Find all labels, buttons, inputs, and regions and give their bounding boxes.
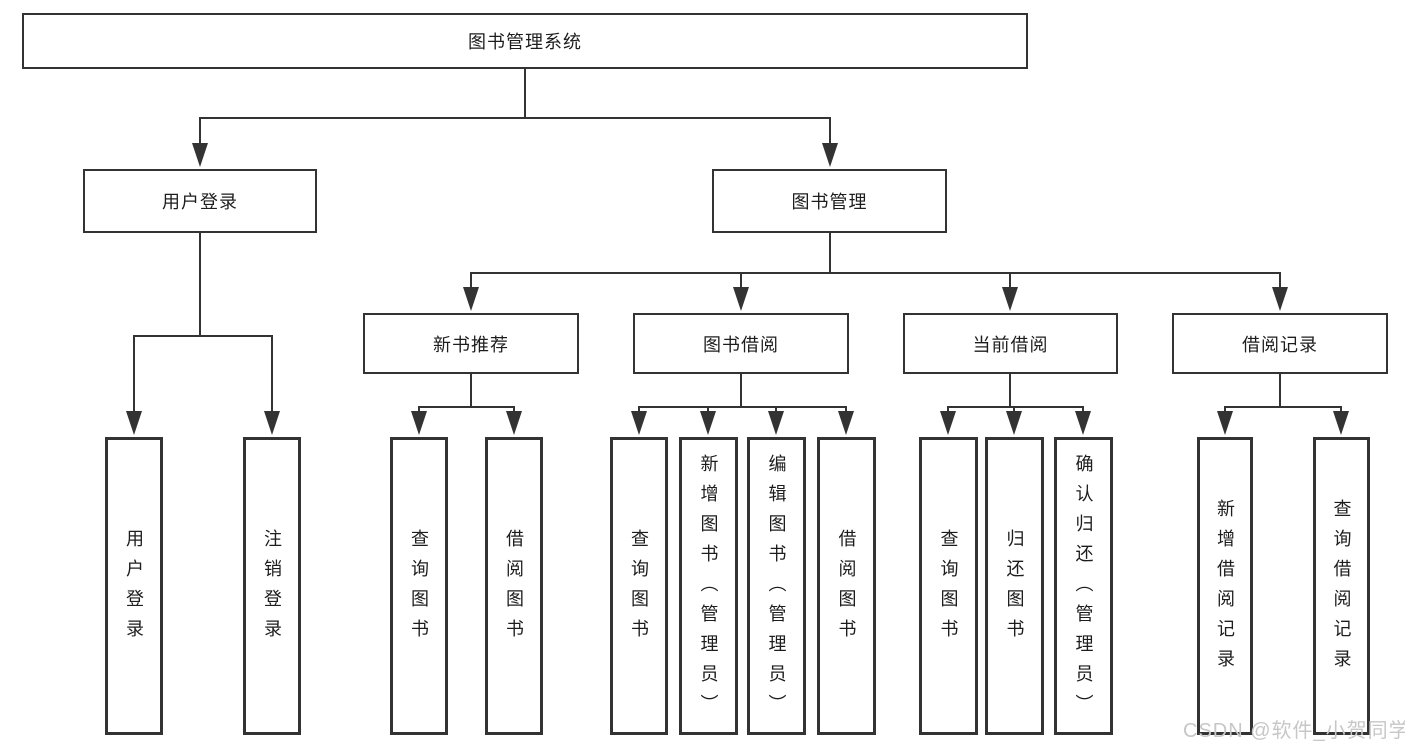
leaf-edit-book-admin: 编辑图书（管理员）	[747, 437, 806, 735]
connector-arrow-down-icon	[700, 411, 716, 435]
connector-arrow-down-icon	[463, 287, 479, 311]
connector-arrow-down-icon	[940, 411, 956, 435]
connector-arrow-down-icon	[192, 143, 208, 167]
connector-line	[1224, 406, 1342, 408]
connector-arrow-down-icon	[411, 411, 427, 435]
connector-line	[418, 406, 515, 408]
leaf-query-books-recommend: 查询图书	[390, 437, 448, 735]
connector-line	[199, 117, 831, 119]
connector-line	[133, 335, 273, 337]
leaf-user-login: 用户登录	[105, 437, 163, 735]
connector-line	[1279, 374, 1281, 406]
leaf-add-book-admin: 新增图书（管理员）	[679, 437, 738, 735]
connector-line	[1009, 374, 1011, 406]
leaf-add-borrow-record: 新增借阅记录	[1197, 437, 1253, 735]
connector-line	[638, 406, 847, 408]
leaf-logout: 注销登录	[243, 437, 301, 735]
leaf-confirm-return-admin: 确认归还（管理员）	[1054, 437, 1113, 735]
connector-arrow-down-icon	[1075, 411, 1091, 435]
connector-arrow-down-icon	[1006, 411, 1022, 435]
connector-line	[1009, 272, 1011, 292]
node-current-borrow: 当前借阅	[903, 313, 1118, 374]
leaf-query-books-borrow: 查询图书	[610, 437, 668, 735]
leaf-borrow-books-recommend: 借阅图书	[485, 437, 543, 735]
connector-arrow-down-icon	[1002, 287, 1018, 311]
leaf-query-books-current: 查询图书	[919, 437, 978, 735]
node-library-management-system: 图书管理系统	[22, 13, 1028, 69]
connector-line	[199, 117, 201, 149]
connector-line	[199, 233, 201, 335]
connector-arrow-down-icon	[264, 411, 280, 435]
connector-line	[524, 69, 526, 117]
watermark: CSDN @软件_小贺同学	[1183, 720, 1405, 742]
connector-line	[829, 233, 831, 272]
connector-line	[947, 406, 1084, 408]
node-new-book-recommend: 新书推荐	[363, 313, 579, 374]
node-borrow-records: 借阅记录	[1172, 313, 1388, 374]
leaf-return-books: 归还图书	[985, 437, 1044, 735]
connector-arrow-down-icon	[126, 411, 142, 435]
connector-line	[470, 272, 472, 292]
node-user-login: 用户登录	[83, 169, 317, 233]
connector-arrow-down-icon	[506, 411, 522, 435]
leaf-borrow-books: 借阅图书	[817, 437, 876, 735]
node-book-management: 图书管理	[712, 169, 947, 233]
connector-line	[740, 272, 742, 292]
connector-line	[470, 272, 1281, 274]
connector-line	[1279, 272, 1281, 292]
connector-arrow-down-icon	[1272, 287, 1288, 311]
connector-arrow-down-icon	[1217, 411, 1233, 435]
leaf-query-borrow-record: 查询借阅记录	[1313, 437, 1370, 735]
node-book-borrow: 图书借阅	[633, 313, 849, 374]
connector-arrow-down-icon	[1333, 411, 1349, 435]
connector-arrow-down-icon	[733, 287, 749, 311]
connector-line	[829, 117, 831, 149]
connector-arrow-down-icon	[631, 411, 647, 435]
connector-line	[740, 374, 742, 406]
connector-arrow-down-icon	[838, 411, 854, 435]
connector-line	[271, 335, 273, 415]
connector-arrow-down-icon	[822, 143, 838, 167]
connector-line	[133, 335, 135, 415]
connector-line	[470, 374, 472, 406]
connector-arrow-down-icon	[768, 411, 784, 435]
